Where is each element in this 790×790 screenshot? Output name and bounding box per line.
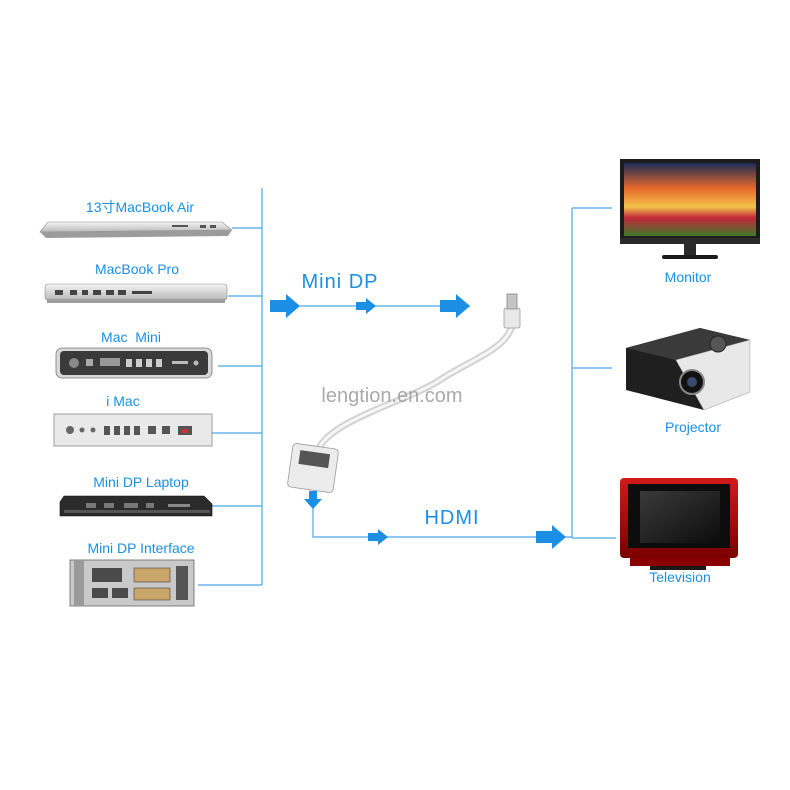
mac-mini-icon — [55, 347, 213, 379]
source-label-1: MacBook Pro — [95, 261, 179, 277]
arrow-icon-input — [270, 294, 300, 318]
source-label-3: i Mac — [106, 393, 139, 409]
arrow-icon-mid — [356, 298, 376, 314]
arrow-icon-to-cable — [440, 294, 470, 318]
source-label-2: Mac Mini — [101, 329, 161, 345]
arrow-icon-hdmi-mid — [368, 529, 388, 545]
signal-label-input: Mini DP — [301, 271, 378, 293]
source-bracket — [198, 188, 263, 586]
destination-label-1: Projector — [665, 419, 721, 435]
watermark-text: lengtion.en.com — [321, 385, 462, 407]
source-label-5: Mini DP Interface — [87, 540, 194, 556]
arrow-icon-to-display — [536, 525, 566, 549]
source-label-4: Mini DP Laptop — [93, 474, 189, 490]
laptop-pro-icon — [44, 283, 228, 303]
graphics-card-icon — [69, 559, 195, 607]
arrow-icon-down — [304, 491, 322, 509]
destination-label-2: Television — [649, 569, 710, 585]
signal-label-output: HDMI — [424, 507, 479, 529]
television-icon — [620, 478, 738, 570]
hdmi-flow-line — [312, 505, 572, 538]
imac-ports-icon — [53, 413, 213, 447]
destination-label-0: Monitor — [665, 269, 712, 285]
destination-bracket — [571, 207, 616, 539]
monitor-icon — [620, 159, 760, 259]
source-label-0: 13寸MacBook Air — [86, 199, 194, 215]
projector-icon — [626, 328, 751, 411]
laptop-air-icon — [39, 221, 233, 238]
black-laptop-icon — [59, 495, 213, 517]
minidp-to-hdmi-cable-icon — [287, 293, 521, 493]
